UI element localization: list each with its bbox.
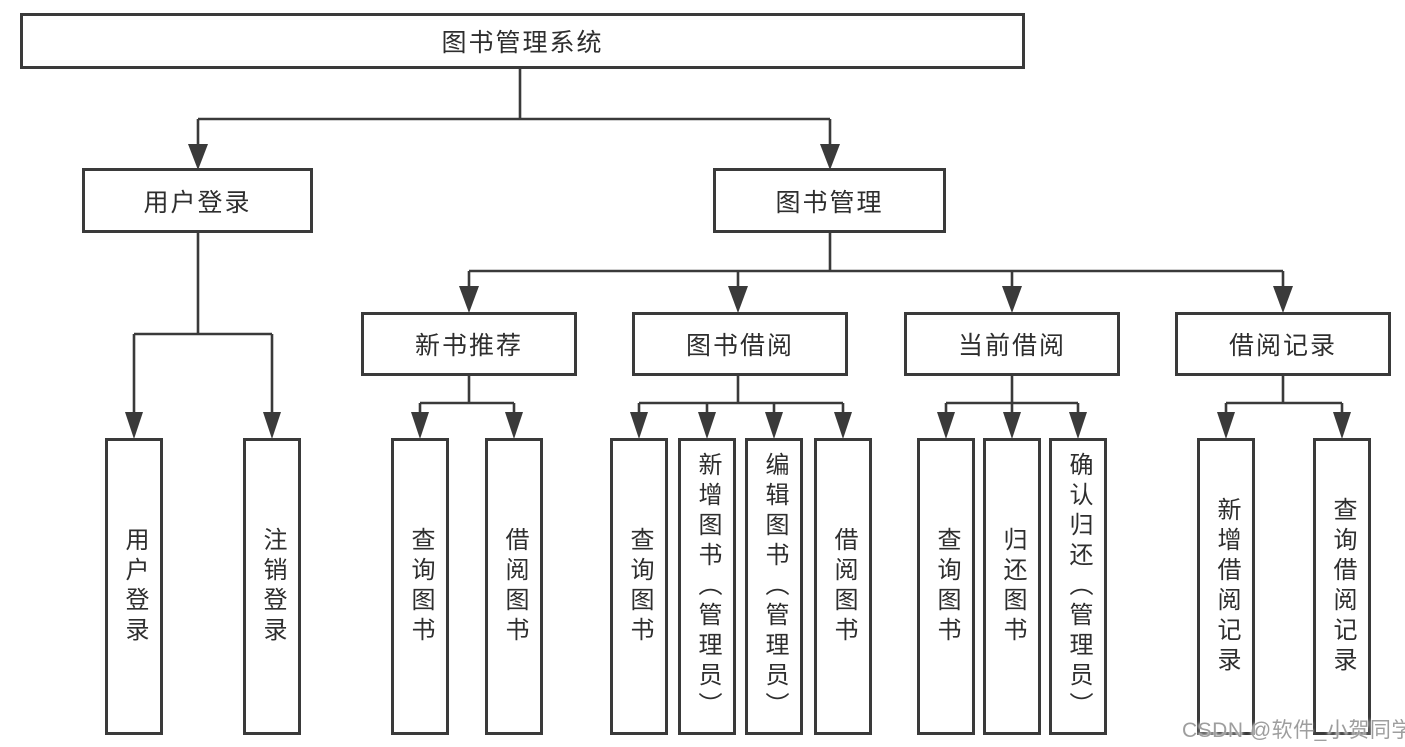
csdn-watermark: CSDN @软件_小贺同学 — [1182, 719, 1405, 742]
leaf-record-add-record: 新增借阅记录 — [1197, 438, 1255, 735]
connector-root-to-level2 — [188, 68, 840, 170]
leaf-current-query-books-label: 查询图书 — [933, 526, 960, 647]
leaf-newbook-query-books-label: 查询图书 — [407, 526, 434, 647]
connector-currentborrow-to-leaves — [937, 376, 1087, 439]
node-root-label: 图书管理系统 — [441, 29, 604, 57]
leaf-borrow-add-books-admin: 新增图书（管理员） — [678, 438, 736, 735]
node-user-login: 用户登录 — [82, 168, 313, 233]
leaf-newbook-borrow-books: 借阅图书 — [485, 438, 543, 735]
node-new-book-recommend: 新书推荐 — [361, 312, 577, 376]
leaf-current-confirm-return-admin: 确认归还（管理员） — [1049, 438, 1107, 735]
node-current-borrow-label: 当前借阅 — [957, 332, 1066, 360]
leaf-record-add-record-label: 新增借阅记录 — [1213, 496, 1240, 677]
node-root: 图书管理系统 — [20, 13, 1025, 69]
leaf-newbook-borrow-books-label: 借阅图书 — [501, 526, 528, 647]
leaf-current-return-books: 归还图书 — [983, 438, 1041, 735]
leaf-borrow-add-books-admin-label: 新增图书（管理员） — [694, 451, 721, 722]
connector-bookmgmt-to-level3 — [459, 233, 1293, 313]
node-book-borrow-label: 图书借阅 — [685, 332, 794, 360]
connector-userlogin-to-leaves — [125, 233, 281, 439]
leaf-newbook-query-books: 查询图书 — [391, 438, 449, 735]
node-borrow-record: 借阅记录 — [1175, 312, 1391, 376]
leaf-borrow-query-books-label: 查询图书 — [626, 526, 653, 647]
leaf-logout-label: 注销登录 — [259, 526, 286, 647]
leaf-borrow-borrow-books-label: 借阅图书 — [830, 526, 857, 647]
node-new-book-recommend-label: 新书推荐 — [414, 332, 523, 360]
leaf-borrow-borrow-books: 借阅图书 — [814, 438, 872, 735]
node-borrow-record-label: 借阅记录 — [1228, 332, 1337, 360]
leaf-record-query-record: 查询借阅记录 — [1313, 438, 1371, 735]
leaf-current-query-books: 查询图书 — [917, 438, 975, 735]
leaf-borrow-query-books: 查询图书 — [610, 438, 668, 735]
leaf-user-login-label: 用户登录 — [121, 526, 148, 647]
leaf-borrow-edit-books-admin-label: 编辑图书（管理员） — [761, 451, 788, 722]
leaf-current-confirm-return-admin-label: 确认归还（管理员） — [1065, 451, 1092, 722]
connector-newbook-to-leaves — [411, 376, 523, 439]
node-current-borrow: 当前借阅 — [904, 312, 1120, 376]
node-book-management: 图书管理 — [713, 168, 946, 233]
leaf-logout: 注销登录 — [243, 438, 301, 735]
node-user-login-label: 用户登录 — [143, 188, 252, 217]
connector-borrowrecord-to-leaves — [1217, 376, 1351, 439]
node-book-management-label: 图书管理 — [775, 188, 884, 217]
leaf-current-return-books-label: 归还图书 — [999, 526, 1026, 647]
connector-bookborrow-to-leaves — [630, 376, 852, 439]
leaf-record-query-record-label: 查询借阅记录 — [1329, 496, 1356, 677]
node-book-borrow: 图书借阅 — [632, 312, 848, 376]
leaf-borrow-edit-books-admin: 编辑图书（管理员） — [745, 438, 803, 735]
leaf-user-login: 用户登录 — [105, 438, 163, 735]
